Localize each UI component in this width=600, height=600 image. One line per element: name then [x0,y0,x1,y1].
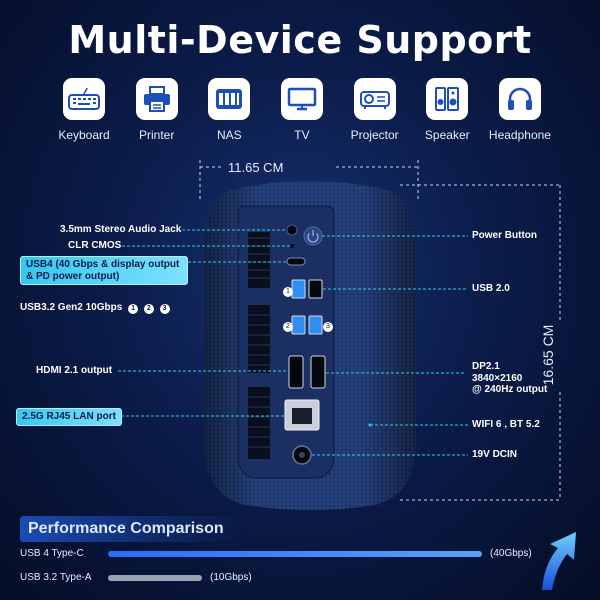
usb32-number: 1 [128,304,139,314]
device-keyboard: Keyboard [52,78,116,142]
device-label: TV [294,128,310,142]
up-arrow-icon [542,532,576,590]
callout-hdmi: HDMI 2.1 output [36,365,113,376]
dp-line-3: @ 240Hz output [472,384,548,395]
callout-clr-cmos: CLR CMOS [68,240,122,251]
device-label: Projector [350,128,399,142]
device-nas: NAS [197,78,261,142]
callout-lan: 2.5G RJ45 LAN port [16,408,122,426]
callout-power-button: Power Button [472,230,537,241]
port-number-badge: 3 [323,322,333,332]
device-label: Speaker [424,128,470,142]
port-number-badge: 1 [283,287,293,297]
dp-line-2: 3840×2160 [472,372,523,384]
perf-label-usb32: USB 3.2 Type-A [20,572,92,583]
callout-audio-jack: 3.5mm Stereo Audio Jack [60,224,182,235]
performance-title: Performance Comparison [20,516,240,542]
perf-label-usb4: USB 4 Type-C [20,548,84,559]
callout-usb4: USB4 (40 Gbps & display output & PD powe… [20,256,188,285]
usb32-port-3 [308,315,323,335]
callout-usb32: USB3.2 Gen2 10Gbps 1 2 3 [20,302,170,314]
port-number-badge: 2 [283,322,293,332]
device-label: Keyboard [58,128,110,142]
clr-cmos-pin [290,244,294,248]
usb32-number: 3 [159,304,170,314]
device-projector: Projector [343,78,407,142]
perf-bar-usb4 [108,551,482,557]
width-dimension: 11.65 CM [228,160,284,175]
keyboard-icon [63,78,105,120]
usb32-label: USB3.2 Gen2 10Gbps [20,302,123,313]
perf-bar-usb32 [108,575,202,581]
device-label: Printer [138,128,175,142]
device-list: Keyboard Printer NAS TV Projector Speake… [52,78,552,142]
device-headphone: Headphone [488,78,552,142]
dp-port [310,355,326,389]
device-tv: TV [270,78,334,142]
speaker-icon [426,78,469,120]
usb32-number: 2 [143,304,154,314]
callout-usb2: USB 2.0 [472,283,510,294]
dp-line-1: DP2.1 [472,361,500,372]
usb4-port [286,257,306,266]
printer-icon [135,78,178,120]
tv-icon [280,78,323,120]
device-label: Headphone [488,128,551,142]
callout-wifi: WIFI 6 , BT 5.2 [472,419,540,430]
device-printer: Printer [125,78,189,142]
callout-dcin: 19V DCIN [472,449,518,460]
perf-value-usb4: (40Gbps) [490,548,532,559]
hdmi-port [288,355,304,389]
audio-jack [286,224,298,236]
nas-icon [208,78,251,120]
page-title: Multi-Device Support [68,18,532,62]
projector-icon [353,78,396,120]
callout-dp: DP2.1 3840×2160 @ 240Hz output [472,361,547,396]
device-label: NAS [216,128,242,142]
headphone-icon [498,78,541,120]
device-speaker: Speaker [415,78,479,142]
perf-value-usb32: (10Gbps) [210,572,252,583]
usb2-port [308,279,323,299]
